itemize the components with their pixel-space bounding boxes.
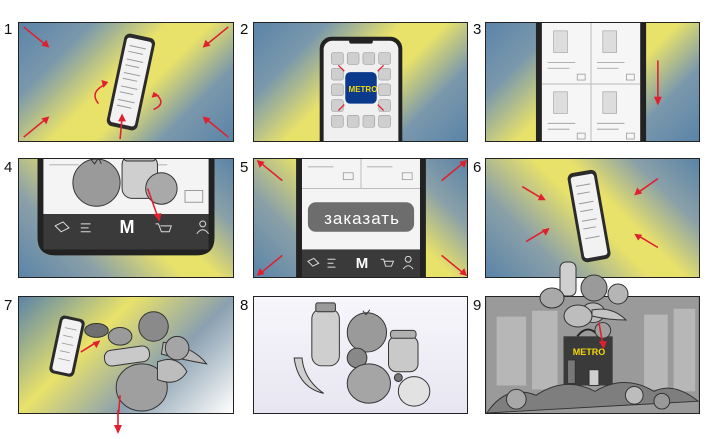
metro-logo-text: METRO — [348, 85, 378, 94]
metro-app-icon — [345, 72, 377, 104]
storyboard-panel-8 — [253, 296, 468, 414]
storyboard-panel-4: M — [18, 158, 234, 278]
metro-bag-logo: METRO — [572, 347, 606, 357]
panel-7-exit-arrow — [114, 410, 122, 434]
panel-3-illustration — [535, 23, 662, 141]
panel-number-8: 8 — [240, 297, 249, 314]
panel-number-9: 9 — [473, 297, 482, 314]
storyboard-panel-2: METRO — [253, 22, 468, 142]
panel-number-4: 4 — [4, 159, 13, 176]
fruit-illustration — [293, 302, 431, 407]
panel-5-illustration — [256, 159, 467, 277]
product-card-images — [553, 30, 617, 114]
falling-fruit-transition — [539, 261, 629, 328]
fruit-illustration — [486, 302, 699, 413]
storyboard-panel-3 — [485, 22, 700, 142]
panel-number-5: 5 — [240, 159, 249, 176]
panel-number-6: 6 — [473, 159, 482, 176]
shelf-background — [496, 308, 696, 392]
smartphone-icon — [106, 33, 156, 131]
storyboard-panel-1 — [18, 22, 234, 142]
smartphone-icon — [567, 169, 611, 263]
panel-number-3: 3 — [473, 21, 482, 38]
cart-icons — [576, 73, 635, 140]
panel-2-illustration — [319, 36, 403, 141]
smartphone-icon — [49, 315, 85, 377]
storyboard-panel-7 — [18, 296, 234, 414]
storyboard-panel-5: заказать M — [253, 158, 468, 278]
panel-8-illustration — [293, 302, 431, 407]
nav-logo-m: M — [119, 217, 135, 237]
panel-number-2: 2 — [240, 21, 249, 38]
panel-4-illustration — [37, 159, 215, 256]
panel-number-1: 1 — [4, 21, 13, 38]
panel-1-illustration — [23, 26, 229, 140]
nav-logo-m: M — [355, 255, 369, 272]
panel-number-7: 7 — [4, 297, 13, 314]
fruit-illustration — [72, 159, 204, 207]
panel-6-illustration — [521, 169, 659, 263]
bottom-nav-icons — [54, 220, 209, 235]
panel-7-illustration — [49, 311, 208, 413]
fruit-illustration — [84, 311, 208, 412]
order-button[interactable]: заказать — [324, 209, 400, 228]
order-button-shape — [307, 202, 415, 232]
app-grid-icons — [331, 52, 391, 128]
